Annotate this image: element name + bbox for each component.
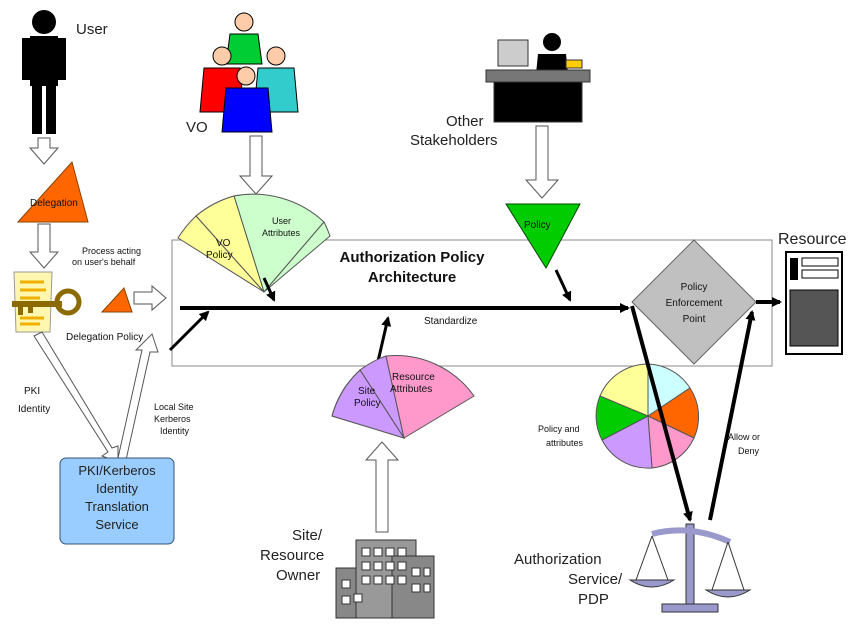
standardize-label: Standardize <box>424 316 478 327</box>
user-attributes-label-2: Attributes <box>262 228 301 238</box>
resource-attributes-label-2: Attributes <box>390 384 432 395</box>
arrow-pdp-to-pep <box>708 310 756 521</box>
site-owner-label-3: Owner <box>276 567 320 584</box>
policy-attributes-label-1: Policy and <box>538 424 580 434</box>
policy-label: Policy <box>524 220 551 231</box>
user-label: User <box>76 21 108 38</box>
pki-identity-label-2: Identity <box>18 404 50 415</box>
vo-label: VO <box>186 119 208 136</box>
vo-policy-body <box>195 195 265 293</box>
stakeholder-desk-icon <box>485 33 591 123</box>
building-icon <box>335 539 435 619</box>
allow-deny-label-1: Allow or <box>728 432 760 442</box>
translation-service-box <box>59 457 175 545</box>
hollow-arrow-vo-policy <box>238 135 274 195</box>
policy-attributes-pie <box>595 363 700 469</box>
title-line-2: Architecture <box>368 269 456 286</box>
process-acting-label-2: on user's behalf <box>72 257 136 267</box>
delegation-shape <box>16 160 89 223</box>
site-policy-left <box>331 369 406 439</box>
pep-label-1: Policy <box>681 282 708 293</box>
vo-policy-label-2: Policy <box>206 250 233 261</box>
arrow-kerberos-to-line <box>168 310 210 352</box>
translation-service-label-1: PKI/Kerberos <box>78 463 156 478</box>
key-icon <box>12 288 82 316</box>
process-acting-label-1: Process acting <box>82 246 141 256</box>
authorization-service-label-1: Authorization <box>514 551 602 568</box>
other-stakeholders-label-2: Stakeholders <box>410 132 498 149</box>
policy-shape <box>505 203 581 269</box>
resource-attributes-sector <box>385 355 475 439</box>
hollow-arrow-pki-identity <box>33 331 119 463</box>
delegation-policy-label: Delegation Policy <box>66 332 143 343</box>
resource-label: Resource <box>778 231 847 248</box>
hollow-arrow-delegation-proxy <box>28 223 60 269</box>
delegation-policy-shape <box>100 287 133 313</box>
scales-icon <box>628 523 752 613</box>
site-owner-label-2: Resource <box>260 547 324 564</box>
arrow-policy-to-line <box>554 269 572 302</box>
user-icon <box>22 10 66 134</box>
user-attributes-label-1: User <box>272 216 291 226</box>
resource-attributes-label-1: Resource <box>392 372 435 383</box>
local-site-label-2: Kerberos <box>154 414 191 424</box>
delegation-label: Delegation <box>30 198 78 209</box>
user-attributes-lower <box>263 221 331 293</box>
hollow-arrow-user-delegation <box>28 137 60 165</box>
server-icon <box>785 251 843 355</box>
title-line-1: Authorization Policy <box>339 249 485 266</box>
hollow-arrow-kerberos <box>117 333 159 461</box>
local-site-label-1: Local Site <box>154 402 194 412</box>
pep-label-2: Enforcement <box>666 298 723 309</box>
vo-group-icon <box>199 12 299 133</box>
pep-label-3: Point <box>683 314 706 325</box>
hollow-arrow-owner-policy <box>364 441 400 533</box>
pep-diamond <box>631 239 757 365</box>
arrow-pep-to-pdp <box>630 305 693 522</box>
vo-fan-lower <box>177 215 265 293</box>
hollow-arrow-proxy-architecture <box>133 284 167 312</box>
allow-deny-label-2: Deny <box>738 446 760 456</box>
site-policy-label-1: Site <box>358 386 376 397</box>
site-owner-label-1: Site/ <box>292 527 323 544</box>
arrow-vo-policy-to-line <box>262 277 276 302</box>
translation-service-label-2: Identity <box>96 481 138 496</box>
translation-service-label-4: Service <box>95 517 138 532</box>
hollow-arrow-stakeholders-policy <box>524 125 560 199</box>
vo-policy-label-1: VO <box>216 238 231 249</box>
translation-service-label-3: Translation <box>85 499 149 514</box>
pki-identity-label-1: PKI <box>24 386 40 397</box>
policy-attributes-label-2: attributes <box>546 438 584 448</box>
other-stakeholders-label-1: Other <box>446 113 484 130</box>
site-policy-label-2: Policy <box>354 398 381 409</box>
authorization-service-label-3: PDP <box>578 591 609 608</box>
authorization-service-label-2: Service/ <box>568 571 623 588</box>
local-site-label-3: Identity <box>160 426 190 436</box>
